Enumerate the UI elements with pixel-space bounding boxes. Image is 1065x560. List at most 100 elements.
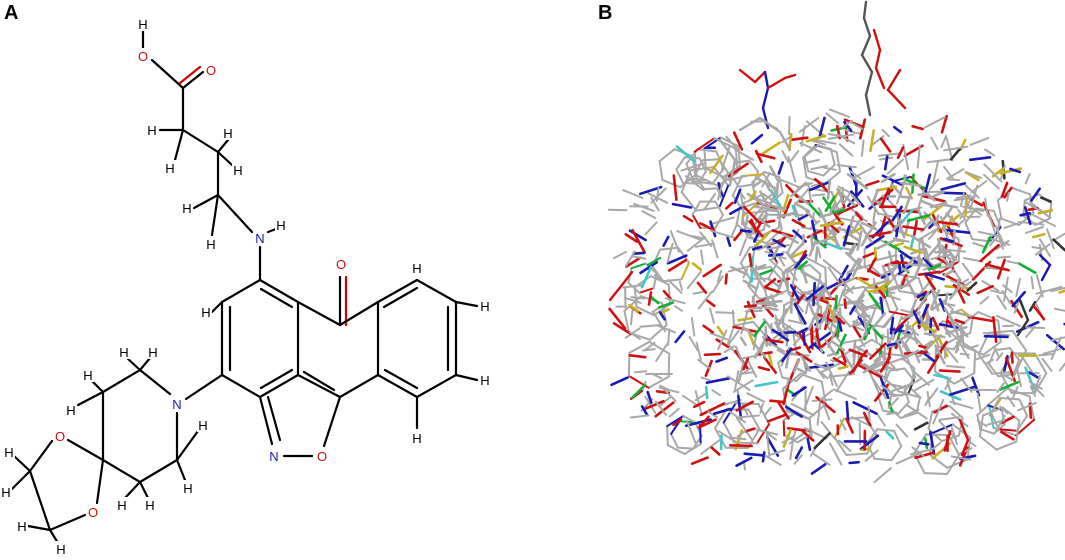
stick-bond	[651, 306, 661, 313]
stick-bond	[659, 308, 670, 315]
stick-bond	[901, 357, 916, 370]
stick-bond	[1025, 325, 1036, 338]
stick-bond	[940, 114, 949, 134]
stick-bond	[1025, 226, 1044, 234]
atom-label-bg	[254, 230, 266, 245]
stick-bond	[865, 180, 880, 187]
stick-bond	[904, 324, 920, 336]
stick-bond	[769, 342, 786, 353]
stick-bond	[920, 199, 939, 209]
stick-bond	[876, 239, 896, 250]
stick-bond	[824, 195, 836, 212]
stick-bond	[793, 454, 803, 465]
stick-bond	[845, 400, 850, 423]
stick-bond	[639, 260, 659, 275]
stick-bond	[1050, 336, 1062, 361]
stick-bond	[692, 290, 706, 295]
atom-label-h: H	[480, 299, 489, 314]
stick-bond	[761, 106, 770, 130]
stick-bond	[747, 360, 758, 378]
stick-bond	[743, 452, 765, 457]
atom-label-h: H	[206, 237, 215, 252]
stick-bond	[928, 191, 945, 200]
stick-bond	[908, 298, 918, 318]
stick-bond	[632, 251, 646, 255]
stick-bond	[633, 202, 655, 212]
atom-label-bg	[205, 62, 217, 77]
atom-label-h: H	[119, 345, 128, 360]
stick-bond	[847, 243, 857, 256]
stick-bond	[703, 147, 707, 170]
stick-bond	[988, 213, 997, 234]
stick-bond	[865, 235, 885, 249]
stick-bond	[805, 210, 818, 224]
stick-bond	[628, 353, 647, 359]
stick-bond	[867, 278, 890, 288]
stick-bond	[650, 196, 660, 212]
stick-bond	[776, 211, 796, 219]
stick-bond	[848, 460, 860, 465]
stick-bond	[824, 339, 837, 357]
stick-bond	[1032, 233, 1046, 239]
stick-bond	[837, 365, 849, 370]
stick-bond	[850, 193, 862, 206]
stick-bond	[924, 272, 946, 281]
stick-bond	[628, 340, 651, 354]
stick-bond	[941, 302, 956, 307]
stick-bond	[815, 235, 836, 245]
stick-bond	[1033, 374, 1041, 394]
stick-bond	[781, 232, 800, 244]
stick-bond	[937, 220, 959, 226]
stick-bond	[864, 93, 872, 117]
stick-bond	[748, 306, 762, 310]
stick-bond	[666, 415, 685, 428]
stick-bond	[835, 151, 841, 173]
stick-bond	[957, 218, 966, 227]
stick-bond	[699, 402, 726, 417]
stick-bond	[739, 229, 752, 233]
stick-bond	[709, 154, 724, 174]
stick-bond	[734, 148, 755, 161]
stick-bond	[631, 229, 646, 254]
stick-bond	[851, 219, 861, 234]
stick-bond	[948, 316, 960, 338]
stick-bond	[707, 410, 718, 419]
stick-bond	[839, 277, 854, 294]
stick-bond	[898, 224, 906, 239]
stick-bond	[935, 340, 948, 359]
stick-bond	[938, 297, 946, 312]
stick-bond	[733, 188, 742, 204]
stick-bond	[650, 275, 670, 286]
stick-bond	[949, 400, 974, 410]
stick-bond	[835, 333, 847, 355]
stick-bond	[866, 442, 876, 460]
stick-bond	[788, 116, 791, 136]
stick-bond	[630, 262, 647, 270]
stick-bond	[805, 303, 809, 315]
stick-bond	[979, 243, 1000, 263]
stick-bond	[976, 404, 990, 416]
stick-bond	[803, 158, 820, 165]
stick-bond	[802, 144, 820, 159]
atom-label-bg	[200, 304, 212, 319]
stick-bond	[999, 372, 1013, 394]
stick-bond	[732, 436, 747, 441]
atom-label-h: H	[198, 418, 207, 433]
stick-bond	[922, 257, 935, 270]
stick-bond	[1032, 304, 1046, 321]
stick-bond	[849, 305, 856, 316]
stick-bond	[691, 262, 703, 272]
stick-bond	[993, 347, 1011, 352]
stick-bond	[859, 301, 884, 311]
stick-bond	[881, 314, 894, 329]
stick-bond	[861, 305, 879, 310]
stick-bond	[761, 451, 766, 463]
stick-bond	[692, 400, 706, 409]
stick-bond	[735, 456, 753, 468]
atom-label-bg	[65, 402, 77, 417]
stick-bond	[851, 416, 873, 428]
stick-bond	[695, 174, 719, 187]
stick-bond	[630, 383, 647, 400]
stick-bond	[976, 419, 988, 427]
stick-bond	[984, 358, 994, 365]
